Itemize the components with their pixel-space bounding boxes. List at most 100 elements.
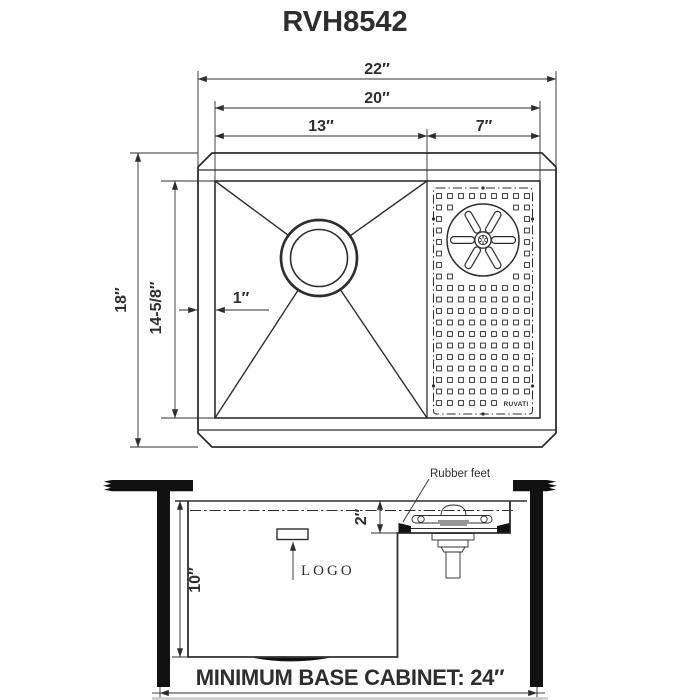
rack-perforation [436,250,442,257]
sink-profile [187,501,511,658]
page-title: RVH8542 [282,6,407,38]
fan-blade [484,246,502,270]
rack-perforation [458,400,464,406]
fan-blade [484,210,502,234]
basin-outline [214,180,541,419]
rack-perforation [447,296,453,303]
hub-star-tick [479,237,483,240]
rack-perforation [480,342,486,349]
rack-perforation [491,285,497,291]
rack-perforation [502,342,508,349]
rack-perforation [436,331,442,337]
rack-perforation [502,354,508,360]
rack-perforation [491,377,497,383]
rack-perforation [447,377,453,383]
drying-rack: RUVATI [431,186,535,416]
rack-perforation [524,285,530,291]
rack-perforation [469,354,475,360]
rack-perforation [447,285,453,291]
rack-perforation [436,377,442,383]
rubber-feet-leader [402,478,430,523]
rack-perforation [458,308,464,314]
rack-perforation [469,193,475,199]
fan-blade [464,210,482,234]
rack-perforation [513,365,519,372]
rack-perforation [469,308,475,314]
rack-perforation [447,204,453,211]
rack-perforation [524,331,530,337]
rack-perforation [480,296,486,303]
rack-perforation [524,319,530,326]
rack-perforation [513,204,519,211]
rack-perforation [447,331,453,337]
rack-perforation [491,388,497,395]
rack-perforation [513,319,519,326]
rack-perforation [458,388,464,395]
rack-perforation [524,227,530,234]
rack-perforation [524,250,530,257]
rack-perforation [502,319,508,326]
countertop-left [103,480,193,492]
rack-perforation [480,285,486,291]
rack-perforation [502,331,508,337]
rack-ledge-tray [398,504,510,533]
rack-perforation [480,331,486,337]
dim-7-label: 7″ [476,118,493,135]
rack-perforation [513,331,519,337]
rack-perforation [491,365,497,372]
dim-14-58-label: 14-5/8″ [148,281,165,334]
dim-20-label: 20″ [364,90,390,107]
rack-brand-logo: RUVATI [503,401,528,408]
rack-perforation [436,296,442,303]
rack-perforation [458,296,464,303]
rack-perforation [480,308,486,314]
rubber-feet-label: Rubber feet [430,468,491,480]
rack-perforation [491,400,497,406]
rack-perforation [436,285,442,291]
rack-perforation [447,193,453,199]
rack-perforation [491,319,497,326]
hub-star-tick [483,240,487,243]
rack-perforation [436,365,442,372]
rack-perforation [524,204,530,211]
logo-label: LOGO [301,563,355,579]
dim-10-label: 10″ [187,567,204,593]
rack-perforation [469,400,475,406]
rack-perforation [469,377,475,383]
rack-perforation [447,319,453,326]
rack-perforation [524,296,530,303]
rack-perforation [436,262,442,268]
rack-perforation [480,193,486,199]
rack-perforation [458,365,464,372]
rack-perforation [524,273,530,280]
rack-perforation [469,388,475,395]
rack-perforation [491,354,497,360]
rack-perforation [480,400,486,406]
rack-perforation [513,193,519,199]
rack-perforation [436,193,442,199]
rack-perforation [502,296,508,303]
cabinet-wall-left [157,491,170,687]
rack-perforation [436,400,442,406]
sink-section-view: 10″ 2″ Rubber feet LOGO MINIMUM BASE CAB… [103,468,557,700]
hub-star-tick [479,240,483,243]
logo-plate [276,528,309,541]
drain-assembly [431,533,475,579]
dim-13-label: 13″ [308,118,334,135]
rack-perforation [480,377,486,383]
rack-perforation [436,239,442,245]
rack-perforation [436,273,442,280]
rack-perforation [469,296,475,303]
rack-perforation [480,354,486,360]
rubber-foot-left [398,523,411,533]
rack-perforation [524,365,530,372]
rack-perforation [436,216,442,222]
rack-perforation [469,319,475,326]
rack-perforation [458,342,464,349]
rubber-foot-right [497,523,510,533]
dim-18-label: 18″ [113,287,130,313]
fan-blade [490,236,517,245]
drain-inner-circle [289,228,349,288]
rack-perforation [458,377,464,383]
